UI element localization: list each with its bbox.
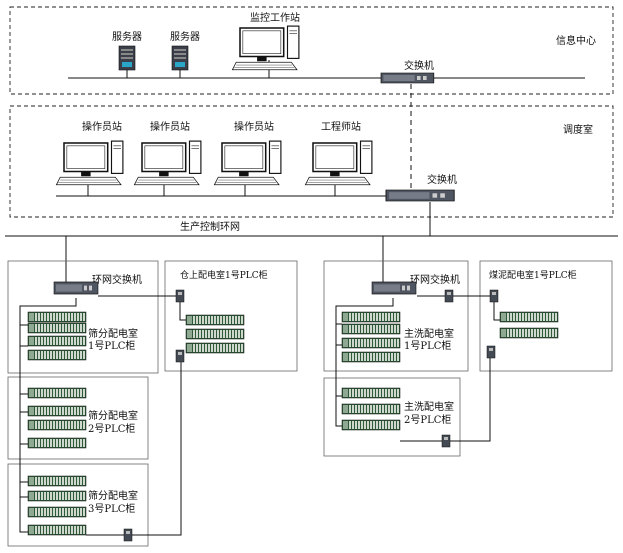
monitor-workstation-label: 监控工作站 — [250, 11, 300, 24]
main-wash-cabinet-1-label: 主洗配电室 — [404, 327, 454, 340]
main-wash-room-box-1 — [323, 260, 469, 372]
dispatch-switch-label: 交换机 — [427, 173, 457, 186]
screening-room-box-2 — [7, 376, 149, 460]
server-label-2: 服务器 — [170, 30, 200, 43]
plc-rack-s2-4 — [27, 437, 87, 449]
plc-rack-c-2 — [499, 327, 559, 339]
left-return-converter-icon — [123, 528, 133, 542]
screening-room-box-3 — [7, 463, 149, 547]
operator-station-label-2: 操作员站 — [150, 120, 190, 133]
main-wash-cabinet-1-sublabel: 1号PLC柜 — [404, 339, 451, 352]
plc-rack-s1-3 — [27, 335, 87, 347]
dispatch-switch-icon — [385, 189, 455, 202]
screening-cabinet-1-label: 筛分配电室 — [88, 327, 138, 340]
plc-rack-s3-4 — [27, 524, 87, 536]
info-center-label: 信息中心 — [556, 34, 596, 47]
screening-room-box-1 — [7, 260, 159, 374]
plc-rack-s3-3 — [27, 506, 87, 518]
plc-rack-m1-4 — [341, 351, 401, 363]
right-ring-switch-label: 环网交换机 — [410, 273, 460, 286]
screening-cabinet-2-label: 筛分配电室 — [88, 409, 138, 422]
plc-rack-w-1 — [185, 314, 245, 326]
main-wash-room-box-2 — [323, 377, 461, 457]
plc-rack-c-1 — [499, 311, 559, 323]
left-ring-switch-label: 环网交换机 — [92, 273, 142, 286]
slime-converter-icon — [489, 289, 499, 303]
operator-station-icon-2 — [133, 140, 202, 186]
ring-network-label: 生产控制环网 — [180, 220, 240, 233]
info-center-switch-icon — [380, 72, 435, 84]
slime-room-box — [479, 260, 613, 372]
screening-cabinet-3-label: 筛分配电室 — [88, 489, 138, 502]
info-center-zone — [9, 6, 614, 95]
plc-rack-w-3 — [185, 342, 245, 354]
monitor-workstation-icon — [231, 25, 300, 71]
right-converter-icon-1 — [444, 289, 454, 303]
info-center-switch-label: 交换机 — [404, 59, 434, 72]
warehouse-cabinet-label: 仓上配电室1号PLC柜 — [180, 269, 268, 281]
engineer-station-icon — [304, 140, 373, 186]
plc-rack-m1-1 — [341, 311, 401, 323]
plc-rack-w-2 — [185, 328, 245, 340]
warehouse-bottom-converter-icon — [175, 349, 185, 363]
main-wash-cabinet-2-sublabel: 2号PLC柜 — [404, 413, 451, 426]
plc-rack-s1-1 — [27, 311, 87, 323]
slime-bottom-converter-icon — [486, 345, 496, 359]
plc-rack-s3-2 — [27, 490, 87, 502]
screening-cabinet-1-sublabel: 1号PLC柜 — [88, 339, 135, 352]
plc-rack-s1-4 — [27, 349, 87, 361]
dispatch-room-zone — [9, 105, 614, 218]
plc-rack-s3-1 — [27, 475, 87, 487]
right-return-converter-icon — [441, 434, 451, 448]
plc-rack-s1-2 — [27, 322, 87, 334]
operator-station-label-1: 操作员站 — [82, 120, 122, 133]
screening-cabinet-3-sublabel: 3号PLC柜 — [88, 502, 135, 515]
warehouse-converter-icon — [175, 289, 185, 303]
operator-station-icon-3 — [213, 140, 282, 186]
plc-rack-m2-1 — [341, 387, 401, 399]
plc-rack-m1-3 — [341, 337, 401, 349]
main-wash-cabinet-2-label: 主洗配电室 — [404, 400, 454, 413]
operator-station-icon-1 — [55, 140, 124, 186]
plc-rack-s2-1 — [27, 387, 87, 399]
plc-rack-s2-2 — [27, 405, 87, 417]
screening-cabinet-2-sublabel: 2号PLC柜 — [88, 422, 135, 435]
plc-rack-m2-3 — [341, 419, 401, 431]
operator-station-label-3: 操作员站 — [234, 120, 274, 133]
dispatch-room-label: 调度室 — [563, 123, 593, 136]
warehouse-room-box — [164, 260, 298, 372]
slime-cabinet-label: 煤泥配电室1号PLC柜 — [489, 269, 577, 281]
server-icon-2 — [171, 45, 189, 71]
plc-rack-m1-2 — [341, 323, 401, 335]
plc-rack-m2-2 — [341, 403, 401, 415]
plc-rack-s2-3 — [27, 419, 87, 431]
engineer-station-label: 工程师站 — [321, 120, 361, 133]
server-label-1: 服务器 — [112, 30, 142, 43]
server-icon-1 — [118, 45, 136, 71]
